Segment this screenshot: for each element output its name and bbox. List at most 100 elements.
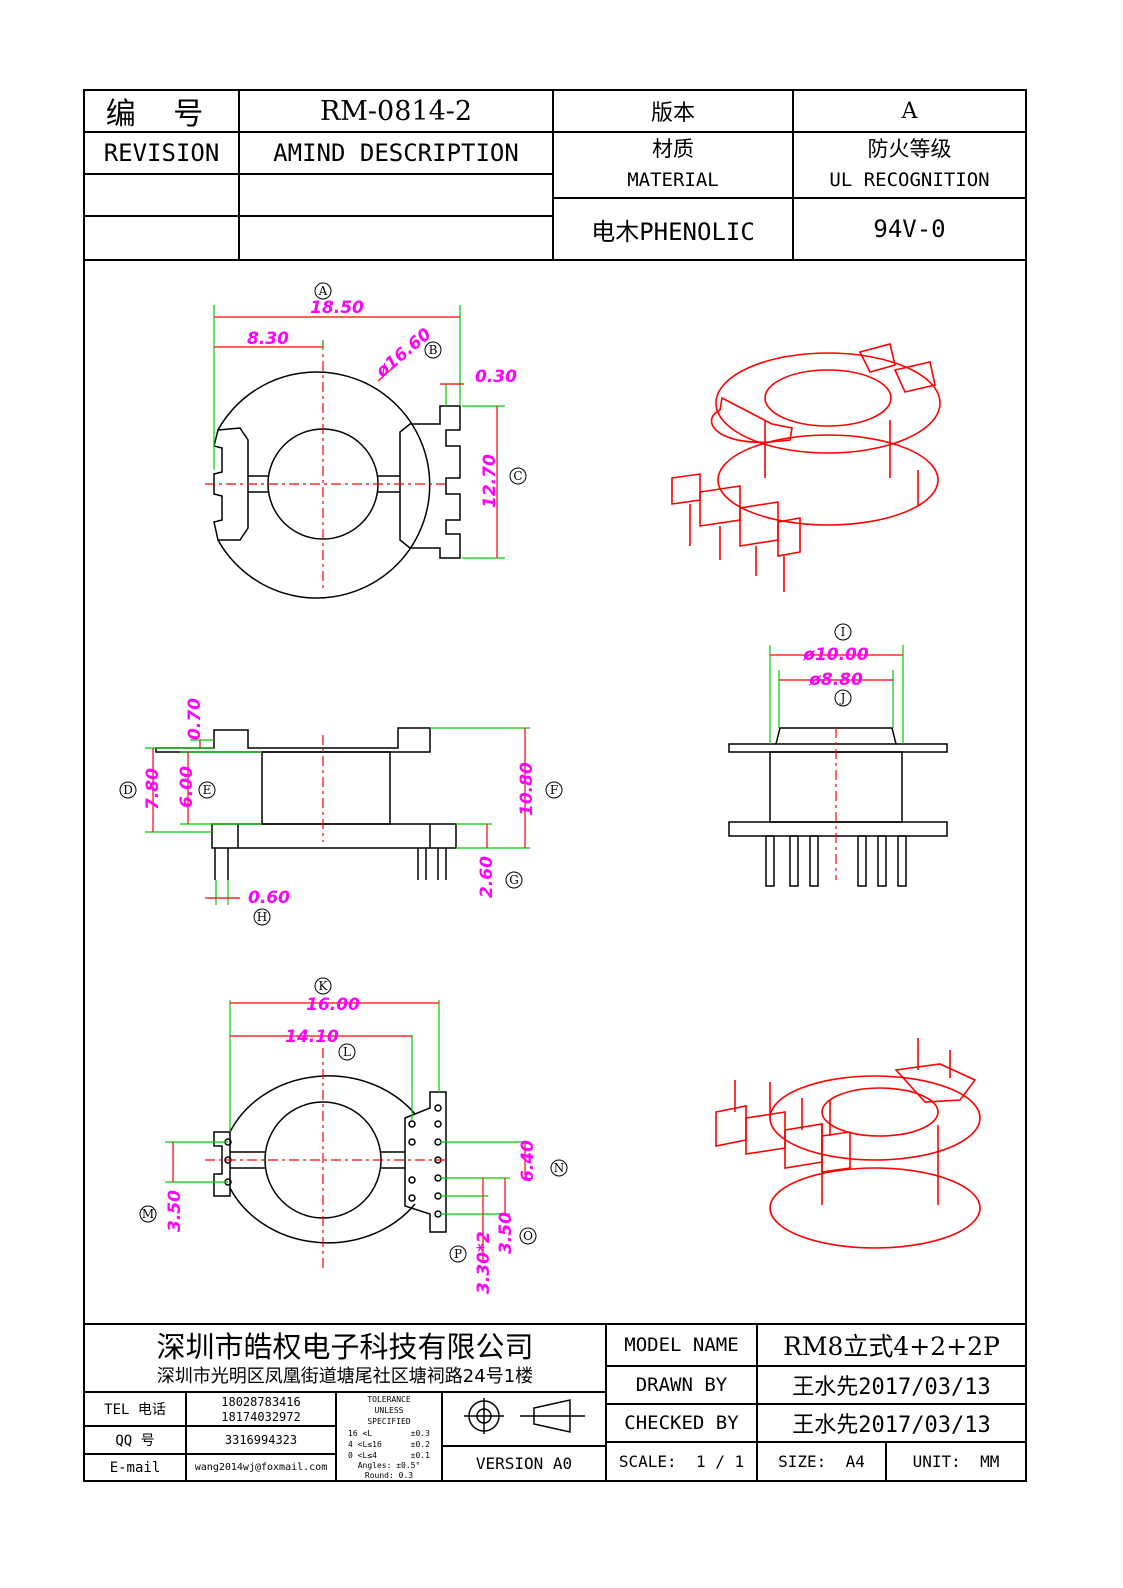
company-address: 深圳市光明区凤凰街道塘尾社区塘祠路24号1楼 <box>156 1366 534 1387</box>
bottom-view-dimension-lines <box>172 1002 526 1262</box>
top-view-extension-lines <box>213 305 505 559</box>
dim-A: 18.50 <box>310 298 364 318</box>
tag-circle <box>198 781 216 799</box>
version-a0: VERSION A0 <box>475 1454 573 1473</box>
top-view-dimension-lines <box>214 316 498 558</box>
tag-L: L <box>343 1045 351 1059</box>
tolerance-row-1: 16 <L ±0.3 <box>348 1428 430 1438</box>
tag-circle <box>545 781 563 799</box>
tag-circle <box>550 1159 568 1177</box>
drawn-by-label: DRAWN BY <box>635 1374 728 1396</box>
tag-H: H <box>257 910 267 924</box>
tag-A: A <box>318 284 328 298</box>
tag-circle <box>519 1227 537 1245</box>
tel-label: TEL 电话 <box>104 1402 166 1418</box>
tolerance-title-3: SPECIFIED <box>367 1417 411 1426</box>
header-grid <box>83 89 1027 261</box>
front-view <box>728 645 948 887</box>
tag-C: C <box>513 469 522 483</box>
checked-by-value: 王水先2017/03/13 <box>792 1413 991 1438</box>
bottom-view-extension-lines <box>165 1000 530 1215</box>
tag-J: J <box>839 691 846 705</box>
tag-circle <box>449 1245 467 1263</box>
tag-circle <box>509 467 527 485</box>
dim-0-70: 0.70 <box>185 698 205 740</box>
dim-N: 6.40 <box>518 1140 538 1182</box>
qq-label: QQ 号 <box>115 1433 155 1449</box>
dim-K: 16.00 <box>306 995 360 1015</box>
tag-circle <box>505 871 523 889</box>
tolerance-row-5: Round: 0.3 <box>364 1470 414 1480</box>
tag-E: E <box>203 783 212 797</box>
dim-0-30: 0.30 <box>475 367 517 387</box>
material-label-en: MATERIAL <box>627 169 719 191</box>
dim-L: 14.10 <box>285 1027 339 1047</box>
tel-2: 18174032972 <box>221 1409 301 1424</box>
top-view <box>205 305 505 599</box>
drawn-by-value: 王水先2017/03/13 <box>792 1375 991 1400</box>
amind-description-label: AMIND DESCRIPTION <box>273 139 519 167</box>
tag-P: P <box>454 1247 462 1261</box>
number-label: 编 号 <box>105 97 218 132</box>
dim-C: 12.70 <box>480 454 500 508</box>
checked-by-label: CHECKED BY <box>624 1412 739 1434</box>
tel-1: 18028783416 <box>221 1394 301 1409</box>
model-name-label: MODEL NAME <box>624 1334 739 1356</box>
ul-label-cn: 防火等级 <box>867 137 952 161</box>
bottom-view <box>165 1000 530 1268</box>
top-view-centerlines <box>205 340 445 592</box>
email-label: E-mail <box>109 1459 161 1476</box>
projection-symbol <box>464 1398 585 1434</box>
ul-label-en: UL RECOGNITION <box>829 169 990 191</box>
company-name: 深圳市皓权电子科技有限公司 <box>156 1330 534 1364</box>
front-view-dimension-lines <box>770 654 903 681</box>
tag-G: G <box>509 873 519 887</box>
tolerance-title-1: TOLERANCE <box>367 1395 411 1404</box>
dim-D: 7.80 <box>143 768 163 810</box>
tag-circle <box>139 1205 157 1223</box>
dim-M: 3.50 <box>165 1190 185 1232</box>
dim-I: ø10.00 <box>802 645 869 665</box>
dim-G: 2.60 <box>477 856 497 898</box>
isometric-bottom <box>715 1038 981 1249</box>
tolerance-row-4: Angles: ±0.5° <box>357 1460 421 1470</box>
ul-value: 94V-0 <box>873 215 946 243</box>
dim-H: 0.60 <box>248 888 290 908</box>
qq-value: 3316994323 <box>224 1433 298 1447</box>
tag-M: M <box>142 1207 154 1221</box>
tag-O: O <box>523 1229 533 1243</box>
model-name-value: RM8立式4+2+2P <box>783 1332 1000 1361</box>
material-label-cn: 材质 <box>652 137 694 161</box>
side-view <box>145 727 530 905</box>
side-view-outline <box>155 727 457 880</box>
version-label: 版本 <box>650 101 695 126</box>
unit-label: UNIT: MM <box>912 1452 1000 1471</box>
tag-circle <box>253 908 271 926</box>
tolerance-row-2: 4 <L≤16 ±0.2 <box>348 1439 430 1449</box>
tag-circle <box>338 1043 356 1061</box>
dim-O: 3.50 <box>496 1212 516 1254</box>
side-view-dimension-lines <box>152 728 526 899</box>
version-value: A <box>901 98 918 124</box>
tag-N: N <box>554 1161 565 1175</box>
email-value: wang2014wj@foxmail.com <box>194 1462 328 1473</box>
tag-circle <box>834 623 852 641</box>
tag-F: F <box>550 783 558 797</box>
tag-K: K <box>319 979 329 993</box>
scale-label: SCALE: 1 / 1 <box>618 1452 745 1471</box>
size-label: SIZE: A4 <box>778 1452 865 1471</box>
bottom-view-centerlines <box>205 1048 445 1268</box>
title-block-grid <box>83 1323 1027 1482</box>
revision-label: REVISION <box>103 139 220 167</box>
material-value: 电木PHENOLIC <box>591 217 755 246</box>
tag-circle <box>834 689 852 707</box>
dim-8-30: 8.30 <box>247 329 289 349</box>
drawing-frame <box>83 260 1027 1324</box>
number-value: RM-0814-2 <box>319 95 473 127</box>
tag-circle <box>424 341 442 359</box>
bottom-view-outline <box>213 1075 447 1244</box>
tag-B: B <box>429 343 438 357</box>
tag-D: D <box>123 783 133 797</box>
